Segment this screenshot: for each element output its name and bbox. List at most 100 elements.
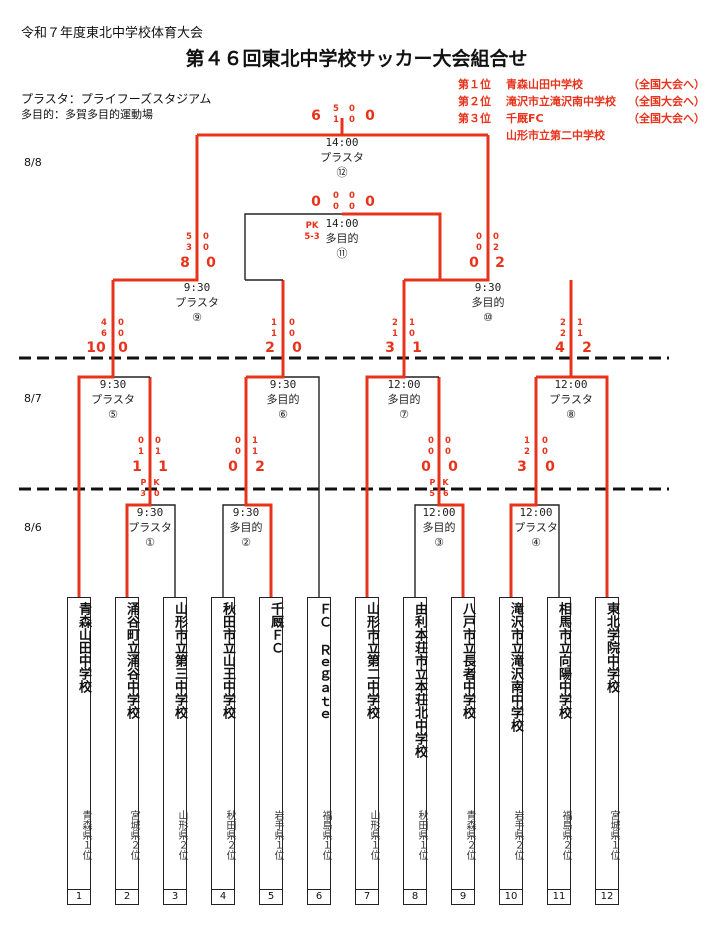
team-name: 由利本荘市立本荘北中学校 [412, 602, 427, 758]
m1-left-total: 1 [132, 459, 142, 475]
m3-winner-line [437, 377, 465, 597]
m4-left-total: 3 [517, 459, 527, 475]
team-number: 9 [452, 889, 474, 904]
m3-loser-line [414, 504, 439, 597]
m9-left-total: 10 [86, 340, 106, 356]
date-label-8-8: 8/8 [24, 156, 42, 169]
m6-right-total: 0 [292, 340, 302, 356]
team-pref: 福島県２位 [560, 810, 571, 860]
m2-winner-line [244, 377, 273, 597]
m12-right-total: 2 [495, 255, 505, 271]
team-box-5: 千厩ＦＣ 岩手県１位 5 [259, 597, 283, 905]
team-box-9: 八戸市立長者中学校 青森県２位 9 [451, 597, 475, 905]
team-name: 相馬市立向陽中学校 [556, 602, 571, 719]
m8-loser-line [571, 375, 609, 597]
team-box-6: ＦＣ Ｒｅｇａｔｅ 福島県１位 6 [307, 597, 331, 905]
m10-right-total: 2 [582, 340, 592, 356]
m11-loser-line [244, 213, 342, 280]
m6-loser-line [283, 376, 320, 597]
team-box-10: 滝沢市立滝沢南中学校 岩手県２位 10 [499, 597, 523, 905]
team-box-1: 青森山田中学校 青森県１位 1 [67, 597, 91, 905]
team-name: 山形市立第二中学校 [364, 602, 379, 719]
event-subtitle: 令和７年度東北中学校体育大会 [21, 26, 204, 41]
team-name: 涌谷町立涌谷中学校 [124, 602, 139, 719]
team-box-7: 山形市立第二中学校 山形県１位 7 [355, 597, 379, 905]
m1-loser-line [150, 504, 176, 597]
team-pref: 宮城県２位 [128, 810, 139, 860]
m7-right-total: 1 [412, 340, 422, 356]
team-number: 10 [500, 889, 522, 904]
team-name: 東北学院中学校 [604, 602, 619, 693]
team-number: 8 [404, 889, 426, 904]
m2-loser-line [222, 504, 246, 597]
m12-left-total: 0 [469, 255, 479, 271]
team-pref: 福島県１位 [320, 810, 331, 860]
m5-winner-line [77, 280, 115, 597]
m9-winner-line [113, 135, 199, 282]
venue-legend-1: プラスタ：プライフーズスタジアム [21, 92, 212, 106]
m1-pk: PPKK 30 [140, 478, 160, 498]
final-score-right: 0 [365, 108, 375, 124]
team-name: 秋田市立山王中学校 [220, 602, 235, 719]
team-box-3: 山形市立第三中学校 山形県２位 3 [163, 597, 187, 905]
team-number: 12 [596, 889, 618, 904]
m6-left-total: 2 [265, 340, 275, 356]
m8-winner-line [536, 280, 573, 379]
team-pref: 青森県２位 [464, 810, 475, 860]
m1-right-total: 1 [158, 459, 168, 475]
date-label-8-7: 8/7 [24, 392, 42, 405]
m2-right-total: 2 [255, 459, 265, 475]
m11-winner-line [342, 212, 442, 280]
m3-right-total: 0 [448, 459, 458, 475]
team-number: 3 [164, 889, 186, 904]
m3-pk: PPKK 56 [429, 478, 449, 498]
page-title: 第４６回東北中学校サッカー大会組合せ [185, 48, 528, 70]
team-number: 7 [356, 889, 378, 904]
team-name: 山形市立第三中学校 [172, 602, 187, 719]
m1-winner-line [125, 377, 152, 597]
m6-winner-line [246, 280, 285, 379]
team-number: 6 [308, 889, 330, 904]
m2-left-total: 0 [228, 459, 238, 475]
team-pref: 岩手県１位 [272, 810, 283, 860]
team-box-8: 由利本荘市立本荘北中学校 秋田県１位 8 [403, 597, 427, 905]
team-name: 八戸市立長者中学校 [460, 602, 475, 719]
team-number: 2 [116, 889, 138, 904]
team-number: 4 [212, 889, 234, 904]
team-name: 青森山田中学校 [76, 602, 91, 693]
team-name: 千厩ＦＣ [268, 602, 283, 654]
semi-score-left: 0 [311, 194, 321, 210]
m7-left-total: 3 [385, 340, 395, 356]
team-pref: 宮城県１位 [608, 810, 619, 860]
m4-loser-line [536, 504, 560, 597]
